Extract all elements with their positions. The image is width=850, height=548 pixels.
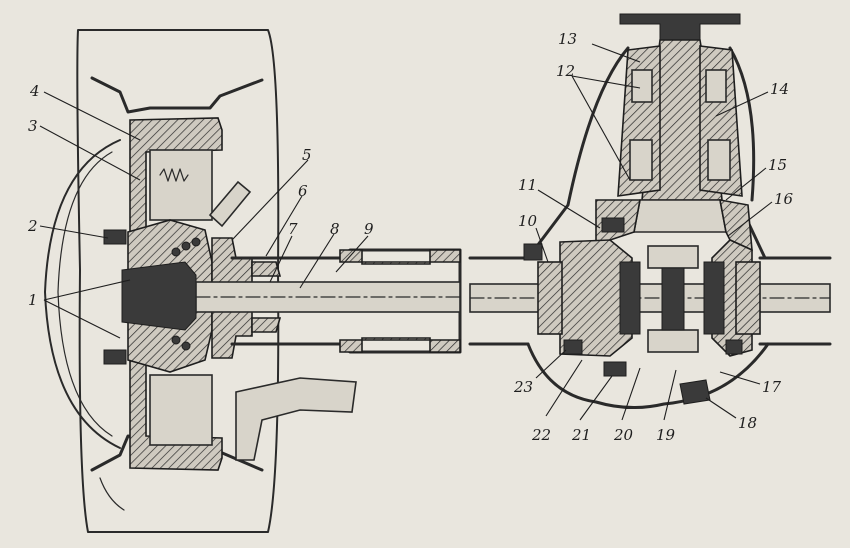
wheel-stud-lower <box>103 349 127 365</box>
differential-cover <box>526 342 770 410</box>
pinion-flange <box>619 13 741 41</box>
axle-flange <box>121 261 197 331</box>
housing-bolt-lower-left <box>563 339 583 355</box>
brake-hose <box>99 477 125 511</box>
housing-bolt-lower-right <box>725 339 743 355</box>
drive-pinion <box>633 199 727 233</box>
differential-cross <box>661 267 685 331</box>
spider-pinion-lower <box>647 329 699 353</box>
callout-20: 20 <box>613 426 634 444</box>
hub-cap-inner <box>57 151 113 437</box>
hub-bearing <box>171 237 201 351</box>
final-drive-assembly <box>523 13 770 410</box>
callout-4: 4 <box>29 82 40 100</box>
spring-bracket <box>235 377 357 461</box>
callout-numbers: 1 2 3 4 5 6 7 8 9 10 11 12 13 14 15 16 1… <box>27 30 794 444</box>
side-gear-right <box>703 261 725 335</box>
tube-collar <box>339 249 461 265</box>
callout-15: 15 <box>768 156 787 174</box>
callout-11: 11 <box>518 176 537 194</box>
brake-shoe-upper <box>149 149 213 221</box>
callout-14: 14 <box>770 80 789 98</box>
callout-12: 12 <box>556 62 575 80</box>
diff-bearing-right <box>735 261 761 335</box>
housing-bolt-lower <box>603 361 627 377</box>
seal-housing <box>251 261 282 333</box>
callout-13: 13 <box>558 30 577 48</box>
wheel-stud-upper <box>103 229 127 245</box>
callout-6: 6 <box>298 182 308 200</box>
brake-bleeder <box>208 180 252 228</box>
right-axle-tube <box>468 256 832 346</box>
callout-7: 7 <box>288 220 298 238</box>
callout-17: 17 <box>762 378 782 396</box>
diff-bearing-left <box>537 261 563 335</box>
callout-1: 1 <box>28 291 38 309</box>
callout-3: 3 <box>28 117 38 135</box>
tube-collar-lower <box>339 337 461 353</box>
callout-18: 18 <box>738 414 757 432</box>
callout-10: 10 <box>518 212 538 230</box>
callout-22: 22 <box>531 426 551 444</box>
right-tube-outer <box>468 256 832 346</box>
callout-5: 5 <box>302 146 312 164</box>
brake-drum <box>129 117 223 471</box>
callout-9: 9 <box>364 220 374 238</box>
callout-8: 8 <box>330 220 340 238</box>
callout-lines <box>39 43 773 421</box>
spider-pinion-upper <box>647 245 699 269</box>
breather <box>679 379 711 405</box>
pinion-bearings <box>629 69 731 181</box>
callout-23: 23 <box>513 378 533 396</box>
hub-cap <box>44 139 121 449</box>
callout-2: 2 <box>27 217 38 235</box>
housing-bolt-left <box>523 243 543 261</box>
side-gear-left <box>619 261 641 335</box>
callout-16: 16 <box>774 190 794 208</box>
wheel-hub-assembly <box>44 29 357 533</box>
callout-19: 19 <box>656 426 676 444</box>
brake-spring <box>159 168 189 182</box>
axle-tube <box>195 248 462 354</box>
differential-case <box>559 239 753 357</box>
brake-shoe-lower <box>149 374 213 446</box>
housing-bolt-upper-left <box>601 217 625 233</box>
callout-21: 21 <box>571 426 591 444</box>
